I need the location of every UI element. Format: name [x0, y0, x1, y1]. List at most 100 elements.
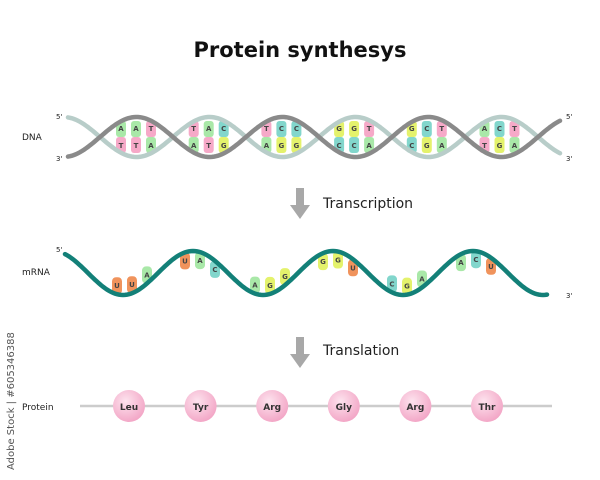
dna-base-G [276, 137, 287, 153]
mrna-base-letter: U [350, 264, 356, 272]
mrna-base-G [318, 253, 328, 271]
amino-acid-arg [399, 390, 432, 422]
mrna-base-letter: U [488, 263, 494, 271]
amino-acid-label: Leu [120, 403, 138, 413]
dna-strand-dark [65, 114, 563, 160]
dna-base-letter: T [367, 125, 372, 133]
dna-base-G [218, 137, 229, 153]
dna-base-letter: G [221, 142, 227, 150]
mrna-base-letter: U [114, 282, 120, 290]
dna-base-letter: C [409, 142, 414, 150]
mrna-base-A [456, 254, 466, 272]
dna-base-letter: A [148, 142, 154, 150]
dna-base-letter: A [191, 142, 197, 150]
amino-acid-thr [471, 390, 503, 422]
mrna-base-G [402, 277, 412, 295]
dna-base-A [146, 137, 156, 153]
dna-base-C [349, 137, 360, 153]
dna-base-C [218, 121, 229, 137]
mrna-base-U [180, 252, 190, 270]
dna-base-letter: C [279, 125, 284, 133]
dna-base-letter: C [424, 125, 429, 133]
dna-base-A [131, 121, 141, 137]
dna-base-letter: G [279, 142, 285, 150]
mrna-base-A [250, 276, 260, 294]
translation-label: Translation [322, 343, 399, 359]
dna-base-T [436, 121, 447, 137]
amino-acid-label: Thr [479, 403, 497, 413]
dna-base-letter: G [294, 142, 300, 150]
dna-base-letter: T [264, 125, 269, 133]
mrna-3-prime: 3' [566, 292, 572, 300]
dna-base-T [364, 121, 375, 137]
dna-base-G [291, 137, 302, 153]
mrna-base-letter: G [335, 257, 341, 265]
dna-base-letter: T [149, 125, 154, 133]
mrna-base-U [127, 276, 137, 294]
arrow-down-icon [290, 337, 310, 368]
diagram-title: Protein synthesys [194, 38, 407, 62]
dna-base-letter: G [409, 125, 415, 133]
dna-base-letter: C [221, 125, 226, 133]
amino-acid-label: Gly [336, 403, 352, 413]
dna-base-letter: A [366, 142, 372, 150]
dna-base-letter: A [206, 125, 212, 133]
mrna-base-letter: A [419, 275, 425, 283]
mrna-base-letter: G [267, 282, 273, 290]
amino-acid-label: Arg [263, 403, 281, 413]
protein-label: Protein [22, 403, 54, 413]
amino-acid-leu [113, 390, 145, 422]
dna-base-letter: A [133, 125, 139, 133]
dna-base-A [203, 121, 214, 137]
dna-base-letter: C [352, 142, 357, 150]
dna-base-letter: T [119, 142, 124, 150]
dna-base-T [146, 121, 156, 137]
dna-3-prime-left: 3' [56, 155, 62, 163]
mrna-base-A [195, 252, 205, 270]
mrna-base-letter: C [212, 266, 217, 274]
mrna-base-G [333, 251, 343, 269]
mrna-base-U [112, 277, 122, 295]
dna-base-T [131, 137, 141, 153]
dna-base-letter: G [336, 125, 342, 133]
mrna-strand [62, 248, 550, 298]
mrna-base-letter: U [129, 281, 135, 289]
dna-5-prime-left: 5' [56, 113, 62, 121]
dna-base-G [421, 137, 432, 153]
arrow-down-icon [290, 188, 310, 219]
dna-base-C [421, 121, 432, 137]
mrna-base-letter: G [282, 273, 288, 281]
dna-base-letter: A [512, 142, 518, 150]
dna-base-letter: G [424, 142, 430, 150]
dna-label: DNA [22, 133, 43, 143]
dna-base-A [436, 137, 447, 153]
dna-base-letter: A [118, 125, 124, 133]
dna-base-letter: T [191, 125, 196, 133]
dna-base-letter: C [337, 142, 342, 150]
mrna-base-letter: A [458, 259, 464, 267]
dna-base-C [276, 121, 287, 137]
dna-base-T [203, 137, 214, 153]
dna-base-C [291, 121, 302, 137]
dna-base-letter: T [206, 142, 211, 150]
dna-base-letter: A [264, 142, 270, 150]
dna-base-C [494, 121, 505, 137]
mrna-base-letter: A [197, 257, 203, 265]
dna-base-letter: C [497, 125, 502, 133]
dna-base-letter: C [294, 125, 299, 133]
mrna-base-G [265, 276, 275, 294]
dna-base-letter: A [482, 125, 488, 133]
dna-base-A [509, 137, 520, 153]
mrna-base-letter: G [320, 258, 326, 266]
mrna-base-letter: A [144, 271, 150, 279]
dna-base-letter: T [134, 142, 139, 150]
dna-base-letter: A [439, 142, 445, 150]
dna-base-G [494, 137, 505, 153]
mrna-base-letter: G [404, 283, 410, 291]
mrna-base-letter: C [473, 256, 478, 264]
dna-base-letter: T [439, 125, 444, 133]
mrna-base-letter: C [389, 280, 394, 288]
